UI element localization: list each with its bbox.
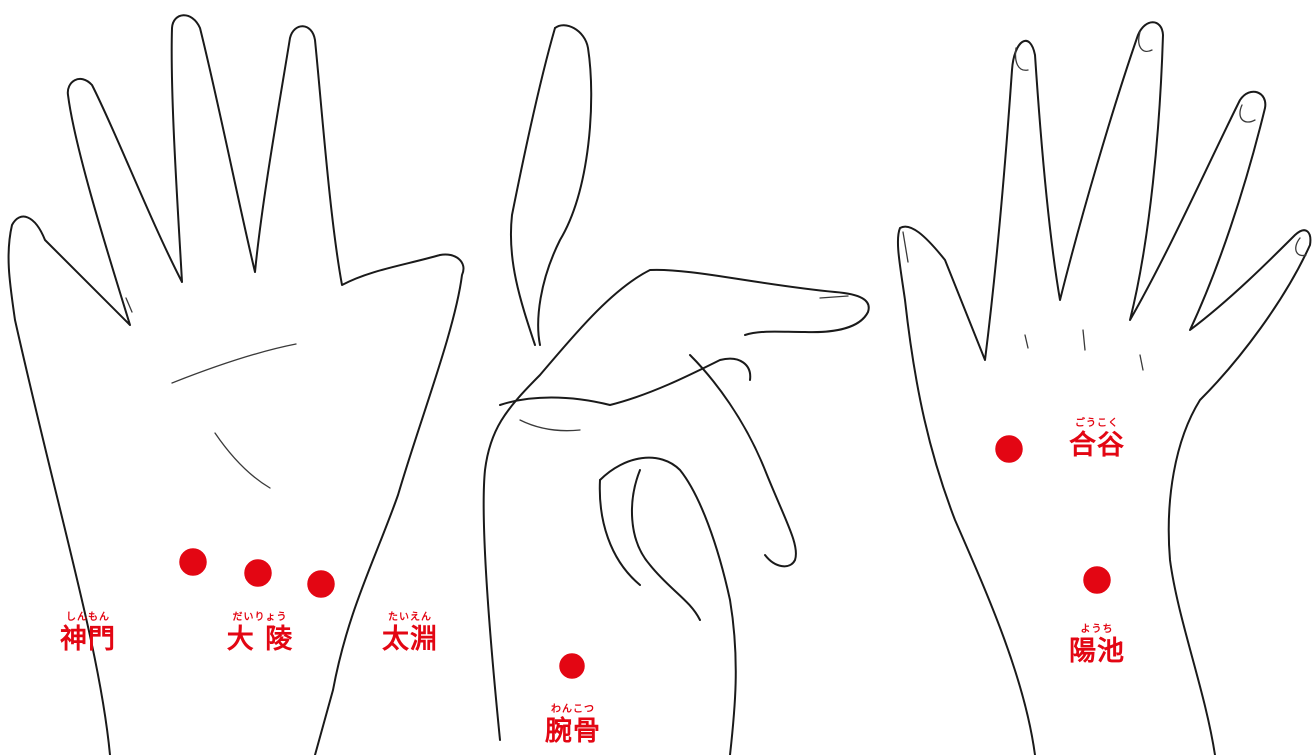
furigana-youchi: ようち [1057,625,1137,635]
furigana-shinmon: しんもん [48,613,128,623]
furigana-dairyo: だいりょう [210,613,310,623]
kanji-dairyo: 大 陵 [210,626,310,653]
point-marker-youchi[interactable] [1082,565,1112,595]
kanji-shinmon: 神門 [48,626,128,653]
point-marker-goukoku[interactable] [994,434,1024,464]
point-marker-dairyo[interactable] [243,558,273,588]
label-youchi: ようち 陽池 [1057,625,1137,665]
kanji-goukoku: 合谷 [1057,432,1137,459]
kanji-taien: 太淵 [370,626,450,653]
label-taien: たいえん 太淵 [370,613,450,653]
label-wankotsu: わんこつ 腕骨 [533,705,613,745]
kanji-wankotsu: 腕骨 [533,718,613,745]
point-marker-wankotsu[interactable] [558,652,586,680]
furigana-goukoku: ごうこく [1057,419,1137,429]
label-shinmon: しんもん 神門 [48,613,128,653]
kanji-youchi: 陽池 [1057,638,1137,665]
point-marker-taien[interactable] [306,569,336,599]
gripping-hand-drawing [484,25,869,755]
label-dairyo: だいりょう 大 陵 [210,613,310,653]
point-marker-shinmon[interactable] [178,547,208,577]
furigana-wankotsu: わんこつ [533,705,613,715]
label-goukoku: ごうこく 合谷 [1057,419,1137,459]
furigana-taien: たいえん [370,613,450,623]
